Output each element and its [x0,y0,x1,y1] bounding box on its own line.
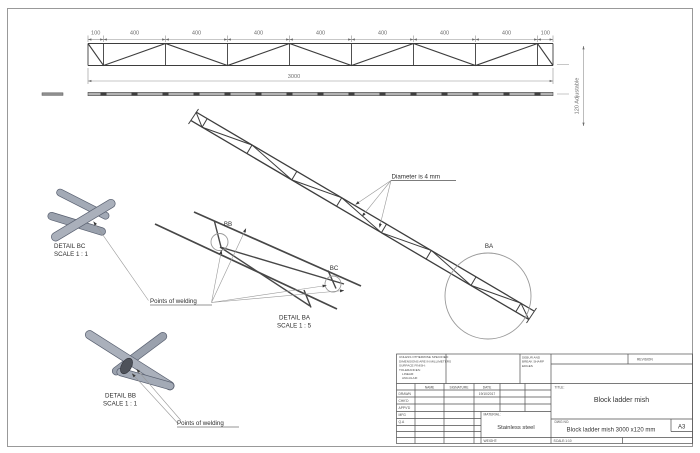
debur-line: BREAK SHARP [522,360,544,364]
detail-circle-ba [444,252,532,340]
overall-dim-label: 3000 [288,74,300,80]
iso-end-caps [188,108,537,324]
diameter-note: Diameter is 4 mm [392,174,440,181]
scale-label: SCALE:1:10 [554,439,572,443]
tolerance-line: ANGULAR: [402,376,418,380]
debur-line: DEBUR AND [522,356,541,360]
detail-circle-bc [324,275,342,293]
row-label-appvd: APPV'D [399,406,411,410]
title-label: TITLE: [555,386,565,390]
overall-dim-extensions [87,68,554,84]
detail-bc-render: DETAIL BC SCALE 1 : 1 [47,188,116,258]
col-header-name: NAME [425,385,435,389]
height-dim-extensions [557,64,569,95]
front-view: 100 400 400 400 400 400 400 400 100 3000… [87,31,585,127]
debur-note: DEBUR AND BREAK SHARP EDGES [522,356,544,368]
welding-leader-3 [211,284,327,303]
end-piece-top-view [41,92,64,96]
title-block: UNLESS OTHERWISE SPECIFIED: DIMENSIONS A… [396,353,693,444]
detail-marker-bc: BC [330,265,339,272]
weight-label: WEIGHT: [484,439,498,443]
dim-label: 400 [502,31,511,37]
welding-note-top-group: Points of welding [93,221,345,306]
dim-label: 400 [316,31,325,37]
detail-bb-scale: SCALE 1 : 1 [103,401,138,408]
sheet-border [7,8,693,447]
welding-leader-bb-1 [131,373,178,424]
debur-line: EDGES [522,364,533,368]
detail-bb-render: DETAIL BB SCALE 1 : 1 [84,330,175,408]
diameter-leader-2 [361,180,392,217]
zigzag-bracing [87,42,554,67]
welding-note-top: Points of welding [150,298,197,305]
detail-bc-scale: SCALE 1 : 1 [54,251,89,258]
ba-web-members [213,221,345,308]
welding-leader-2 [211,228,247,303]
dim-label: 400 [130,31,139,37]
tolerance-line: DIMENSIONS ARE IN MILLIMETERS [399,359,451,363]
welding-leader-4 [211,289,345,303]
welding-note-bottom-group: Points of welding [131,368,239,428]
dim-label: 100 [541,31,550,37]
detail-ba-scale: SCALE 1 : 5 [277,323,312,330]
welding-note-bottom: Points of welding [177,420,224,427]
vertical-posts [87,43,554,66]
iso-rungs [201,118,522,313]
segment-dim-labels: 100 400 400 400 400 400 400 400 100 [91,31,550,37]
detail-marker-ba: BA [485,243,494,250]
tolerance-line: UNLESS OTHERWISE SPECIFIED: [399,355,449,359]
welding-leader-1 [211,249,223,303]
detail-bc-title: DETAIL BC [54,243,86,250]
title-block-grid [396,354,693,444]
diameter-leader-3 [379,180,392,228]
drawn-date: 19/10/2017 [479,392,496,396]
detail-ba-sketch: BB BC DETAIL BA SCALE 1 : 5 [154,211,362,330]
revision-label: REVISION [637,357,653,361]
detail-ba-title: DETAIL BA [279,315,311,322]
ba-chord-b [154,223,338,310]
material-label: MATERIAL: [484,413,501,417]
iso-chord-1 [195,111,535,312]
bc-tube-1 [51,198,116,242]
row-label-qa: Q.A [399,420,405,424]
tolerance-line: SURFACE FINISH: [399,364,426,368]
welding-leader-bb-2 [136,368,182,421]
dim-label: 100 [91,31,100,37]
welding-leader-bc [93,221,149,301]
dwg-no-label: DWG NO. [555,420,570,424]
row-label-mfg: MFG [399,413,407,417]
col-header-date: DATE [483,385,492,389]
dim-label: 400 [192,31,201,37]
top-view [41,92,554,97]
dim-label: 400 [254,31,263,37]
diameter-leader-1 [355,180,392,205]
ba-chord-a [193,211,362,287]
material-value: Stainless steel [497,425,534,431]
sheet-size: A3 [678,425,686,431]
iso-zigzag-bracing [195,111,530,320]
detail-marker-bb: BB [224,221,232,228]
detail-bb-title: DETAIL BB [105,393,136,400]
tolerance-line: TOLERANCES: [399,368,421,372]
title-block-frame [396,353,693,444]
tolerance-note: UNLESS OTHERWISE SPECIFIED: DIMENSIONS A… [399,355,451,380]
dwg-no-value: Block ladder mish 3000 x120 mm [567,428,656,434]
iso-chord-2 [190,120,530,321]
height-dim-label: 120 Adjustable [575,78,581,115]
tolerance-line: LINEAR: [402,372,414,376]
approval-table: NAME SIGNATURE DATE DRAWN 19/10/2017 CHK… [399,385,496,424]
col-header-signature: SIGNATURE [450,385,470,389]
bb-weld-marker [120,357,133,375]
dim-label: 400 [440,31,449,37]
isometric-view: BA Diameter is 4 mm [188,108,537,340]
diameter-note-group: Diameter is 4 mm [355,174,456,228]
title-value: Block ladder mish [594,397,649,404]
row-label-chkd: CHK'D [399,399,410,403]
row-label-drawn: DRAWN [399,392,412,396]
dim-label: 400 [378,31,387,37]
